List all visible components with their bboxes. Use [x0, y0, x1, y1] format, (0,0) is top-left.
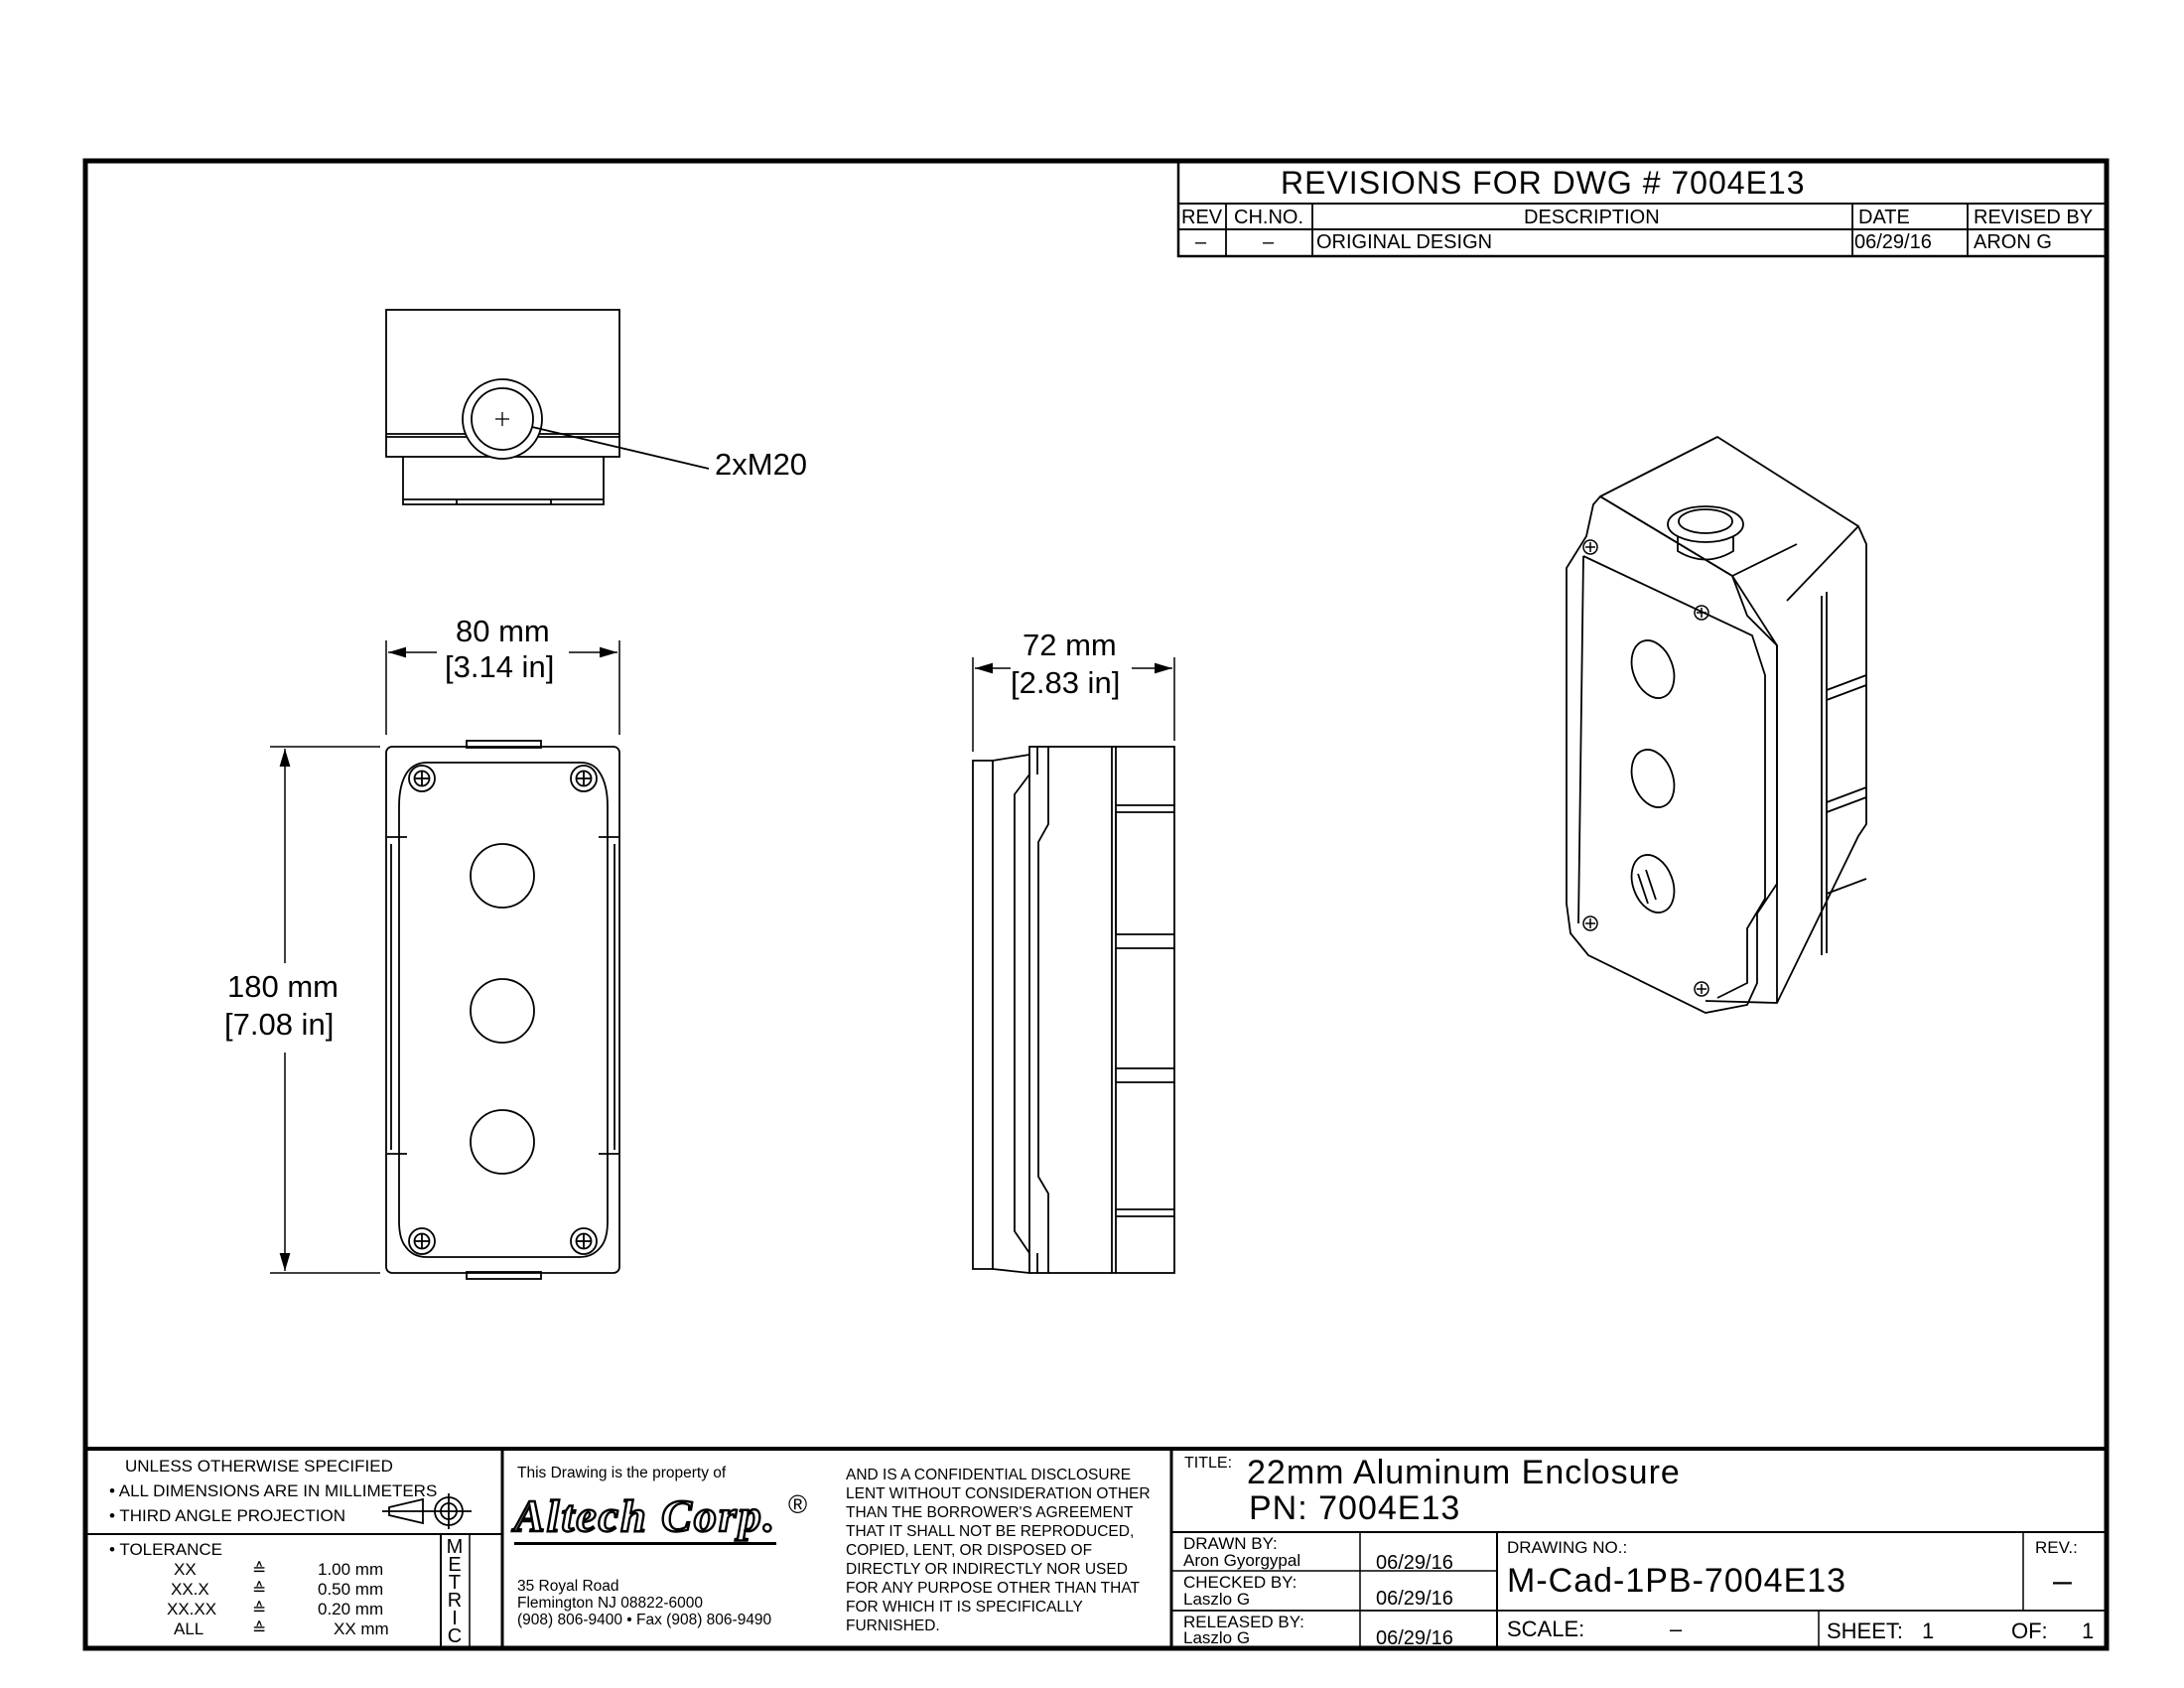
- released-date: 06/29/16: [1376, 1627, 1453, 1649]
- confidential-disclaimer: AND IS A CONFIDENTIAL DISCLOSURE LENT WI…: [846, 1467, 1151, 1634]
- front-width-dimension: [385, 640, 620, 735]
- third-angle-projection-icon: [382, 1493, 472, 1529]
- scale-value: –: [1670, 1617, 1683, 1641]
- front-width-inch-label: [3.14 in]: [445, 649, 555, 684]
- drawing-border: [82, 158, 2110, 1651]
- front-height-inch-label: [7.08 in]: [224, 1007, 335, 1042]
- tolerance-key: XX.XX: [167, 1600, 217, 1618]
- rev-row-description: ORIGINAL DESIGN: [1316, 231, 1493, 253]
- front-height-dimension: [270, 746, 380, 1274]
- registered-mark: ®: [788, 1489, 808, 1519]
- company-phone: (908) 806-9400 • Fax (908) 806-9490: [517, 1612, 772, 1628]
- part-number: PN: 7004E13: [1249, 1489, 1461, 1527]
- front-view: [385, 740, 620, 1280]
- metric-letter: C: [447, 1625, 463, 1647]
- checked-by-label: CHECKED BY:: [1183, 1573, 1297, 1592]
- rev-col-revised-by: REVISED BY: [1974, 207, 2094, 228]
- rev-value: –: [2053, 1562, 2073, 1600]
- checked-by-name: Laszlo G: [1183, 1590, 1251, 1609]
- rev-row-chno: –: [1263, 231, 1275, 253]
- tolerance-value: 1.00 mm: [318, 1560, 384, 1579]
- released-by-label: RELEASED BY:: [1183, 1613, 1304, 1631]
- tolerance-symbol: ≙: [252, 1580, 267, 1599]
- side-view: [972, 746, 1175, 1274]
- tolerance-key: XX.X: [171, 1580, 209, 1599]
- drawn-date: 06/29/16: [1376, 1552, 1453, 1574]
- front-width-label: 80 mm: [456, 614, 550, 648]
- metric-letter: I: [452, 1608, 458, 1629]
- drawing-title: 22mm Aluminum Enclosure: [1247, 1454, 1681, 1491]
- spec-line-projection: • THIRD ANGLE PROJECTION: [109, 1506, 346, 1525]
- side-depth-dimension: [972, 657, 1175, 752]
- of-value: 1: [2082, 1618, 2095, 1643]
- title-block-grid: [85, 1447, 2107, 1648]
- tolerance-value: 0.50 mm: [318, 1580, 384, 1599]
- tolerance-symbol: ≙: [252, 1600, 267, 1618]
- company-address-1: 35 Royal Road: [517, 1578, 619, 1595]
- spec-heading: UNLESS OTHERWISE SPECIFIED: [125, 1457, 393, 1476]
- property-text: This Drawing is the property of: [517, 1465, 727, 1481]
- revision-heading: REVISIONS FOR DWG # 7004E13: [1281, 165, 1806, 201]
- tolerance-symbol: ≙: [252, 1619, 267, 1638]
- isometric-view: [1566, 435, 1867, 1014]
- tolerance-symbol: ≙: [252, 1560, 267, 1579]
- sheet-value: 1: [1922, 1618, 1935, 1643]
- side-depth-label: 72 mm: [1023, 628, 1117, 662]
- rev-label: REV.:: [2035, 1538, 2078, 1557]
- rev-col-rev: REV: [1181, 207, 1223, 228]
- tolerance-key: XX: [174, 1560, 197, 1579]
- scale-label: SCALE:: [1507, 1617, 1585, 1641]
- rev-row-revised-by: ARON G: [1974, 231, 2052, 253]
- drawn-by-label: DRAWN BY:: [1183, 1534, 1278, 1553]
- tolerance-value: XX mm: [334, 1619, 389, 1638]
- company-logo: Altech Corp.: [513, 1489, 777, 1545]
- revision-table: [1176, 159, 2109, 258]
- tolerance-label: • TOLERANCE: [109, 1540, 222, 1559]
- drawn-by-name: Aron Gyorgypal: [1183, 1551, 1301, 1570]
- metric-letter: R: [447, 1590, 463, 1612]
- spec-line-dimensions: • ALL DIMENSIONS ARE IN MILLIMETERS: [109, 1481, 438, 1500]
- tolerance-value: 0.20 mm: [318, 1600, 384, 1618]
- drawing-number-label: DRAWING NO.:: [1507, 1538, 1628, 1557]
- checked-date: 06/29/16: [1376, 1588, 1453, 1610]
- rev-col-chno: CH.NO.: [1234, 207, 1303, 228]
- metric-letter: E: [448, 1554, 462, 1576]
- side-depth-inch-label: [2.83 in]: [1011, 665, 1121, 700]
- thread-callout: 2xM20: [715, 447, 808, 482]
- of-label: OF:: [2011, 1618, 2048, 1643]
- company-address-2: Flemington NJ 08822-6000: [517, 1595, 703, 1612]
- rev-row-rev: –: [1195, 231, 1207, 253]
- rev-col-date: DATE: [1858, 207, 1910, 228]
- metric-letter: M: [446, 1536, 464, 1558]
- metric-letter: T: [448, 1572, 462, 1594]
- title-label: TITLE:: [1184, 1455, 1233, 1472]
- tolerance-key: ALL: [174, 1619, 205, 1638]
- sheet-label: SHEET:: [1827, 1618, 1904, 1643]
- front-height-label: 180 mm: [227, 969, 339, 1004]
- top-view: [385, 309, 710, 505]
- drawing-number: M-Cad-1PB-7004E13: [1507, 1562, 1847, 1600]
- rev-col-description: DESCRIPTION: [1524, 207, 1660, 228]
- rev-row-date: 06/29/16: [1854, 231, 1932, 253]
- released-by-name: Laszlo G: [1183, 1628, 1251, 1647]
